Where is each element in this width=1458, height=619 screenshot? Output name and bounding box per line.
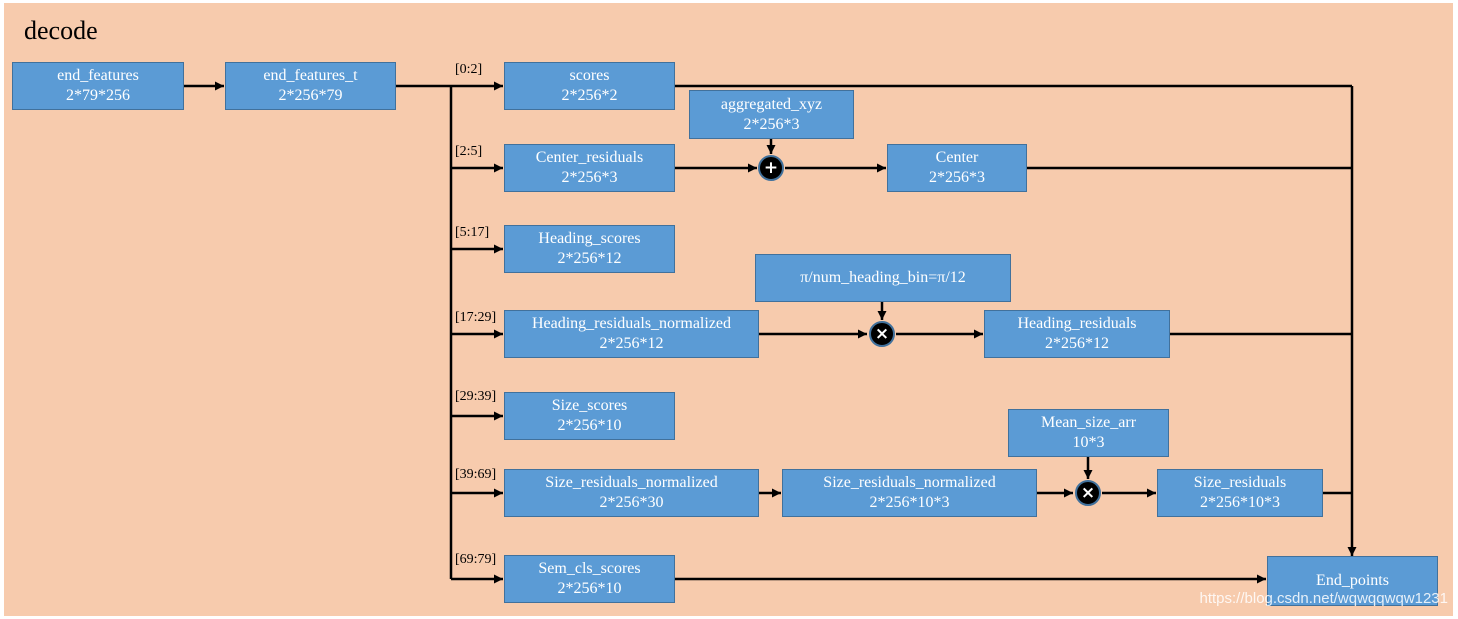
node-heading-scores: Heading_scores 2*256*12: [504, 225, 675, 273]
watermark: https://blog.csdn.net/wqwqqwqw1231: [1199, 590, 1449, 607]
multiply-op-icon: ×: [869, 321, 895, 347]
add-op-icon: +: [758, 155, 784, 181]
node-name: π/num_heading_bin=π/12: [800, 269, 966, 286]
node-end-features-t: end_features_t 2*256*79: [225, 62, 396, 110]
node-end-points: End_points: [1267, 556, 1438, 606]
node-scores: scores 2*256*2: [504, 62, 675, 110]
slice-label-size-residuals-normalized: [39:69]: [455, 467, 497, 482]
node-name: aggregated_xyz: [720, 95, 823, 113]
slice-label-heading-residuals-normalized: [17:29]: [455, 310, 497, 325]
node-shape: 2*256*79: [278, 87, 343, 104]
slice-label-sem-cls-scores: [69:79]: [455, 552, 497, 567]
node-heading-residuals-normalized: Heading_residuals_normalized 2*256*12: [504, 310, 759, 358]
node-name: Center: [935, 149, 979, 166]
diagram-title: decode: [24, 16, 98, 45]
node-shape: 2*256*12: [599, 335, 664, 352]
node-heading-residuals: Heading_residuals 2*256*12: [984, 310, 1170, 358]
node-shape: 2*256*10: [557, 580, 622, 597]
node-shape: 2*256*10: [557, 417, 622, 434]
node-mean-size-arr: Mean_size_arr 10*3: [1008, 409, 1169, 457]
node-shape: 2*256*3: [929, 169, 985, 186]
node-center-residuals: Center_residuals 2*256*3: [504, 144, 675, 192]
node-shape: 2*256*10*3: [869, 494, 950, 511]
node-name: Mean_size_arr: [1040, 414, 1137, 431]
node-shape: 2*256*2: [561, 87, 618, 104]
slice-label-center-residuals: [2:5]: [455, 144, 483, 159]
node-end-features: end_features 2*79*256: [12, 62, 184, 110]
node-size-residuals: Size_residuals 2*256*10*3: [1157, 469, 1323, 517]
node-name: Size_residuals_normalized: [545, 474, 718, 491]
node-name: End_points: [1316, 572, 1389, 589]
node-center: Center 2*256*3: [887, 144, 1027, 192]
slice-label-scores: [0:2]: [455, 62, 483, 77]
node-size-residuals-normalized-flat: Size_residuals_normalized 2*256*30: [504, 469, 759, 517]
node-shape: 2*256*3: [743, 115, 800, 133]
node-shape: 2*79*256: [66, 87, 130, 104]
slice-label-heading-scores: [5:17]: [455, 225, 490, 240]
node-name: Heading_residuals: [1017, 315, 1137, 332]
node-name: Sem_cls_scores: [538, 560, 641, 577]
node-shape: 2*256*30: [599, 494, 664, 511]
node-name: Size_residuals: [1193, 474, 1287, 491]
node-pi-heading-bin: π/num_heading_bin=π/12: [755, 254, 1011, 302]
node-aggregated-xyz: aggregated_xyz 2*256*3: [689, 90, 854, 139]
node-shape: 10*3: [1072, 434, 1105, 451]
node-name: Size_residuals_normalized: [823, 474, 996, 491]
node-name: end_features: [57, 67, 139, 84]
multiply-op-icon: ×: [1075, 480, 1101, 506]
node-name: Center_residuals: [535, 149, 644, 166]
node-sem-cls-scores: Sem_cls_scores 2*256*10: [504, 555, 675, 603]
node-size-scores: Size_scores 2*256*10: [504, 392, 675, 440]
node-shape: 2*256*12: [1045, 335, 1109, 352]
node-name: end_features_t: [263, 67, 358, 84]
node-shape: 2*256*3: [561, 169, 618, 186]
node-name: Size_scores: [551, 397, 628, 414]
node-size-residuals-normalized: Size_residuals_normalized 2*256*10*3: [782, 469, 1037, 517]
node-name: Heading_scores: [538, 230, 641, 247]
node-shape: 2*256*10*3: [1200, 494, 1280, 511]
node-name: scores: [569, 67, 610, 84]
node-shape: 2*256*12: [557, 250, 622, 267]
node-name: Heading_residuals_normalized: [531, 315, 732, 332]
slice-label-size-scores: [29:39]: [455, 389, 497, 404]
